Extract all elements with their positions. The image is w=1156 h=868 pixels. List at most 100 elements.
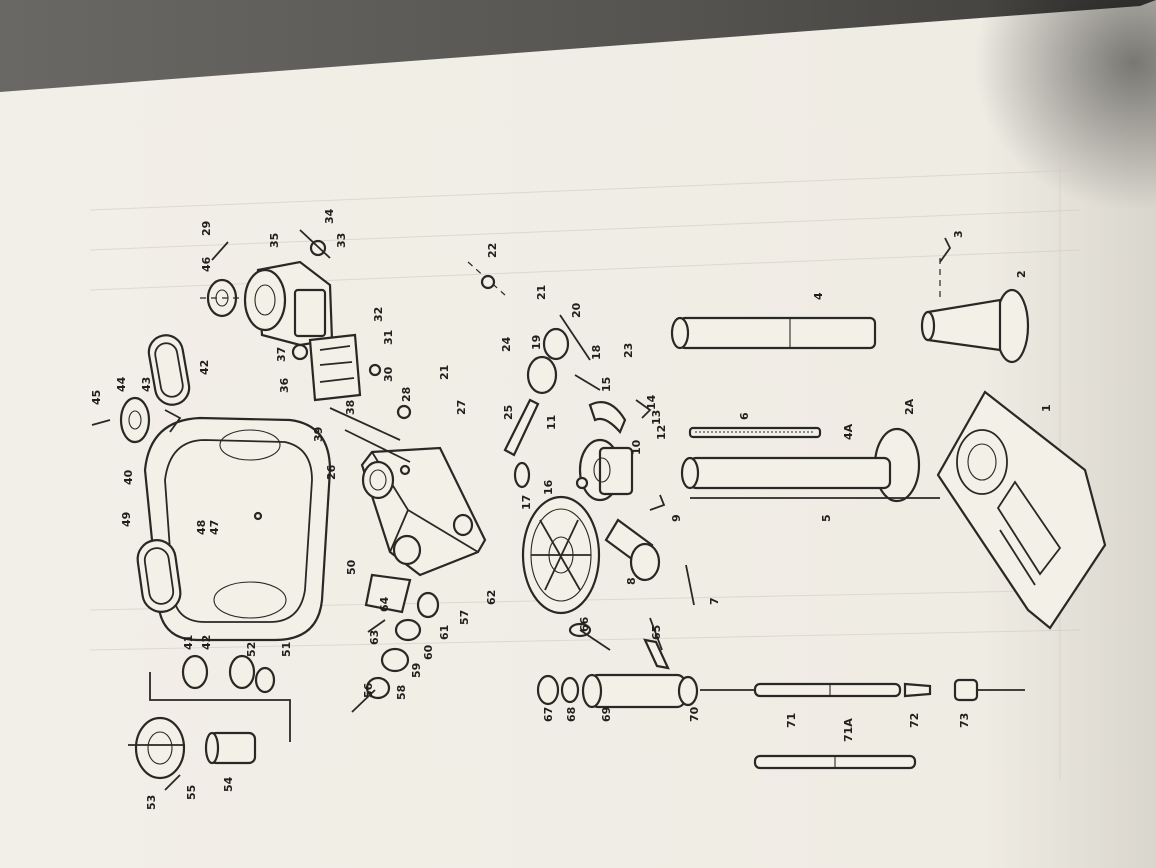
column-tube	[670, 316, 877, 350]
label-51: 51	[280, 642, 293, 657]
label-62: 62	[485, 590, 498, 605]
label-52: 52	[245, 642, 258, 657]
label-56: 56	[362, 682, 375, 698]
flange-part	[920, 237, 1030, 364]
label-34: 34	[323, 208, 336, 224]
label-46: 46	[200, 256, 213, 272]
label-66: 66	[578, 616, 591, 632]
label-42b: 42	[200, 635, 213, 650]
rack-part	[688, 426, 822, 439]
label-30: 30	[382, 366, 395, 382]
label-18: 18	[590, 345, 603, 360]
label-24: 24	[500, 336, 513, 352]
label-5: 5	[820, 514, 833, 522]
label-50: 50	[345, 559, 358, 575]
part-labels: 45 44 43 42 40 49 41 42 51 52 29 34 35 3…	[90, 208, 1053, 810]
label-16: 16	[542, 479, 555, 495]
label-19: 19	[530, 335, 543, 350]
label-8: 8	[625, 577, 638, 585]
label-39: 39	[312, 427, 325, 442]
label-45: 45	[90, 390, 103, 405]
label-31: 31	[382, 330, 395, 345]
label-70: 70	[688, 706, 701, 722]
label-2: 2	[1015, 270, 1028, 278]
label-14: 14	[645, 394, 658, 410]
label-23: 23	[622, 343, 635, 358]
label-68: 68	[565, 707, 578, 722]
work-table	[521, 495, 601, 615]
label-54: 54	[222, 776, 235, 792]
label-3: 3	[952, 230, 965, 238]
spindle-assembly	[536, 673, 1025, 770]
label-25: 25	[502, 405, 515, 420]
label-67: 67	[542, 707, 555, 722]
label-49: 49	[120, 512, 133, 527]
label-6: 6	[738, 412, 751, 420]
label-61: 61	[438, 625, 451, 640]
label-33: 33	[335, 233, 348, 248]
label-13: 13	[650, 410, 663, 425]
label-22: 22	[486, 243, 499, 258]
label-2A: 2A	[903, 398, 916, 415]
misc-parts	[568, 617, 670, 670]
label-59: 59	[410, 663, 423, 678]
motor	[243, 229, 334, 347]
label-48: 48	[195, 520, 208, 535]
label-72: 72	[908, 713, 921, 728]
label-40: 40	[122, 469, 135, 485]
label-20: 20	[570, 302, 583, 318]
label-71A: 71A	[842, 718, 855, 742]
label-55: 55	[185, 785, 198, 800]
label-71: 71	[785, 713, 798, 728]
label-57: 57	[458, 610, 471, 625]
label-29: 29	[200, 221, 213, 236]
label-60: 60	[422, 644, 435, 660]
label-9: 9	[670, 514, 683, 522]
label-44: 44	[115, 376, 128, 392]
table-clamp	[604, 494, 695, 606]
label-4A: 4A	[842, 423, 855, 440]
label-36: 36	[278, 377, 291, 393]
label-53: 53	[145, 795, 158, 810]
label-15: 15	[600, 377, 613, 392]
label-12: 12	[655, 425, 668, 440]
table-arm	[513, 399, 652, 502]
label-73: 73	[958, 713, 971, 728]
label-4: 4	[812, 292, 825, 300]
switch-parts	[351, 573, 440, 713]
label-32: 32	[372, 307, 385, 322]
label-17: 17	[520, 495, 533, 510]
v-belts	[136, 334, 191, 613]
label-47: 47	[208, 520, 221, 535]
support-rod	[329, 404, 412, 463]
motor-pulley	[200, 241, 240, 318]
quill-parts	[128, 654, 291, 791]
label-28: 28	[400, 387, 413, 402]
label-37: 37	[275, 347, 288, 362]
label-1: 1	[1040, 404, 1053, 412]
label-38: 38	[344, 400, 357, 415]
label-65: 65	[650, 625, 663, 640]
label-63: 63	[368, 630, 381, 645]
label-10: 10	[630, 439, 643, 455]
label-7: 7	[708, 597, 721, 605]
motor-bracket	[291, 333, 382, 402]
label-35: 35	[268, 233, 281, 248]
label-21: 21	[438, 365, 451, 380]
label-21b: 21	[535, 285, 548, 300]
column-part	[680, 427, 940, 503]
label-42: 42	[198, 360, 211, 375]
label-27: 27	[455, 400, 468, 415]
head-casting	[360, 446, 487, 577]
spindle-pulley	[91, 396, 182, 444]
label-26: 26	[325, 464, 338, 480]
label-11: 11	[545, 415, 558, 430]
label-69: 69	[600, 707, 613, 722]
base-part	[936, 390, 1107, 630]
label-64: 64	[378, 596, 391, 612]
feed-shaft	[467, 261, 601, 457]
paper-shadow	[700, 0, 1156, 420]
label-58: 58	[395, 685, 408, 700]
label-41: 41	[182, 635, 195, 650]
